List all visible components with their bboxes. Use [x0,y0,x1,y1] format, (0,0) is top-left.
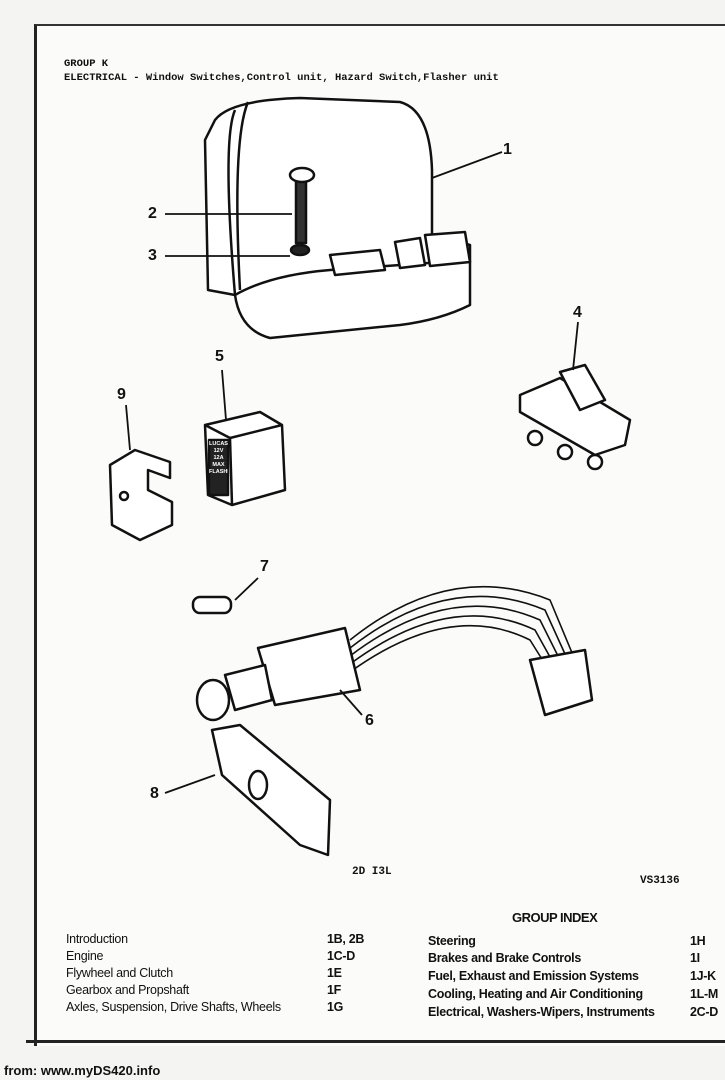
hazard-switch-drawing [518,363,632,471]
callout-9: 9 [117,386,126,403]
index-item-name: Introduction [66,932,128,946]
index-item-code: 1G [327,1000,344,1014]
bottom-rule [26,1040,725,1043]
index-item-name: Axles, Suspension, Drive Shafts, Wheels [66,1000,281,1014]
index-item-code: 1I [690,951,700,965]
index-item-code: 1E [327,966,342,980]
figure-reference: VS3136 [640,875,680,887]
page-title: ELECTRICAL - Window Switches,Control uni… [64,72,499,84]
window-switch-harness-drawing [195,585,594,722]
index-item-name: Cooling, Heating and Air Conditioning [428,987,643,1001]
callout-8: 8 [150,785,159,802]
index-item-code: 2C-D [690,1005,718,1019]
clip-drawing [108,448,174,542]
callout-5: 5 [215,348,224,365]
index-item-code: 1B, 2B [327,932,365,946]
control-unit-drawing [203,96,472,340]
index-item-name: Electrical, Washers-Wipers, Instruments [428,1005,655,1019]
group-label: GROUP K [64,58,109,70]
callout-1: 1 [503,141,512,158]
index-item-name: Brakes and Brake Controls [428,951,581,965]
source-credit: from: www.myDS420.info [4,1063,161,1078]
flasher-unit-drawing [203,410,287,507]
bracket-drawing [210,723,332,857]
bulb-drawing [191,595,233,615]
callout-2: 2 [148,205,157,222]
flasher-label: LUCAS 12V 12A MAX FLASHER [209,441,228,475]
index-item-name: Fuel, Exhaust and Emission Systems [428,969,639,983]
index-item-code: 1F [327,983,341,997]
index-item-name: Gearbox and Propshaft [66,983,189,997]
callout-7: 7 [260,558,269,575]
callout-3: 3 [148,247,157,264]
index-item-code: 1J-K [690,969,716,983]
callout-6: 6 [365,712,374,729]
drawing-code: 2D I3L [352,866,392,878]
callout-4: 4 [573,304,582,321]
group-index-title: GROUP INDEX [512,910,598,925]
index-item-name: Engine [66,949,104,963]
index-item-name: Steering [428,934,476,948]
index-item-code: 1C-D [327,949,355,963]
index-item-name: Flywheel and Clutch [66,966,173,980]
index-item-code: 1L-M [690,987,718,1001]
index-item-code: 1H [690,934,706,948]
